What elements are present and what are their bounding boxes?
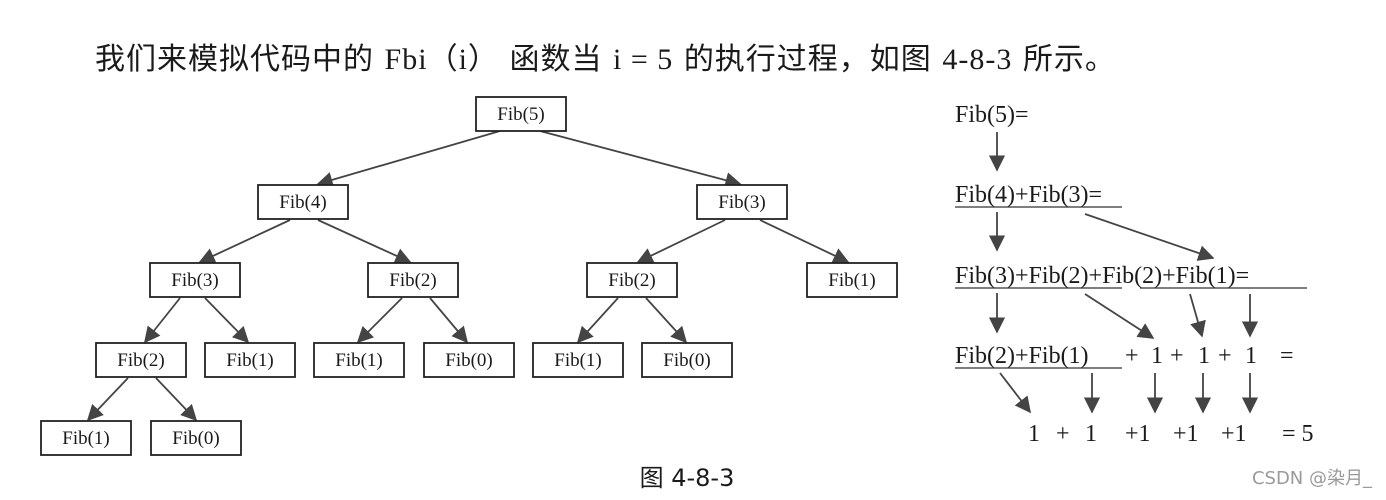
heading-function-name: Fbi（i） xyxy=(384,43,499,76)
svg-text:Fib(0): Fib(0) xyxy=(663,350,711,371)
node-fib0-b: Fib(0) xyxy=(641,342,733,378)
svg-text:Fib(1): Fib(1) xyxy=(335,350,383,371)
edge-2-0a xyxy=(429,297,469,344)
node-fib1-b: Fib(1) xyxy=(204,342,296,378)
heading-text-3: 的执行过程，如图 xyxy=(683,42,932,77)
edge-2-1a xyxy=(356,297,403,344)
expansion-panel: Fib(5)= Fib(4)+Fib(3)= Fib(3)+Fib(2)+Fib… xyxy=(955,102,1314,447)
node-fib1-d: Fib(1) xyxy=(532,342,624,378)
edge-2-1c xyxy=(86,377,129,422)
edge-2-0c xyxy=(155,377,198,422)
svg-text:Fib(2): Fib(2) xyxy=(608,270,656,291)
heading-text-4: 所示。 xyxy=(1022,42,1116,77)
svg-text:Fib(5): Fib(5) xyxy=(497,104,545,125)
svg-text:Fib(3): Fib(3) xyxy=(171,270,219,291)
svg-text:Fib(2): Fib(2) xyxy=(117,350,165,371)
node-fib1-e: Fib(1) xyxy=(40,420,132,456)
edge-3-2a xyxy=(636,219,726,263)
node-fib1-a: Fib(1) xyxy=(806,262,898,298)
svg-text:Fib(2): Fib(2) xyxy=(389,270,437,291)
node-fib3-left: Fib(3) xyxy=(149,262,241,298)
expansion-line-1: Fib(5)= xyxy=(955,102,1029,128)
edge-5-4 xyxy=(316,130,501,188)
svg-text:Fib(1): Fib(1) xyxy=(554,350,602,371)
expansion-line-2: Fib(4)+Fib(3)= xyxy=(955,182,1102,208)
svg-text:Fib(3): Fib(3) xyxy=(718,192,766,213)
svg-text:Fib(1): Fib(1) xyxy=(828,270,876,291)
figure-caption: 图 4-8-3 xyxy=(639,464,735,492)
node-fib2-b: Fib(2) xyxy=(586,262,678,298)
edge-2-1b xyxy=(576,297,619,344)
edge-3-1a xyxy=(759,219,850,264)
edge-3-2b xyxy=(143,297,181,344)
heading-figure-ref: 4-8-3 xyxy=(942,43,1013,76)
expansion-line-5: 1+1+1+1+1= 5 xyxy=(1028,421,1314,447)
heading-condition: i = 5 xyxy=(613,43,674,76)
node-fib2-a: Fib(2) xyxy=(367,262,459,298)
svg-text:Fib(1): Fib(1) xyxy=(62,428,110,449)
watermark: CSDN @染月_ xyxy=(1251,468,1372,489)
edge-4-2 xyxy=(317,219,412,264)
svg-text:Fib(4): Fib(4) xyxy=(279,192,327,213)
edge-4-3 xyxy=(198,219,291,264)
svg-text:Fib(0): Fib(0) xyxy=(445,350,493,371)
edge-3-1b xyxy=(204,297,250,344)
expansion-line-4: Fib(2)+Fib(1)+1+1+1= xyxy=(955,343,1294,369)
node-fib1-c: Fib(1) xyxy=(313,342,405,378)
node-fib4: Fib(4) xyxy=(257,184,349,220)
expansion-line-3: Fib(3)+Fib(2)+Fib(2)+Fib(1)= xyxy=(955,263,1249,289)
expansion-arrows xyxy=(988,132,1259,414)
svg-text:Fib(0): Fib(0) xyxy=(172,428,220,449)
node-fib0-c: Fib(0) xyxy=(150,420,242,456)
node-fib0-a: Fib(0) xyxy=(423,342,515,378)
node-fib2-c: Fib(2) xyxy=(95,342,187,378)
tree-edges xyxy=(86,130,850,422)
node-fib3-right: Fib(3) xyxy=(696,184,788,220)
edge-2-0b xyxy=(645,297,688,344)
node-fib5-root: Fib(5) xyxy=(475,96,567,132)
intro-sentence: 我们来模拟代码中的 Fbi（i） 函数当 i = 5 的执行过程，如图 4-8-… xyxy=(95,34,1116,78)
heading-text-1: 我们来模拟代码中的 xyxy=(95,42,374,77)
heading-text-2: 函数当 xyxy=(509,42,603,77)
svg-text:Fib(1): Fib(1) xyxy=(226,350,274,371)
edge-5-3 xyxy=(539,130,742,189)
